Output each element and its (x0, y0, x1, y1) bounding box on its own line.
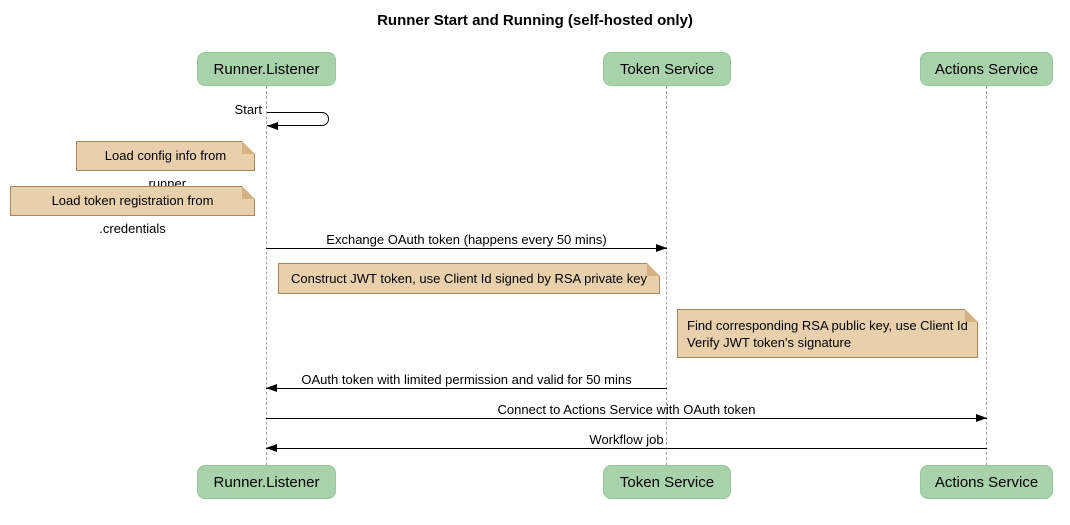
note-load-config: Load config info from .runner (76, 141, 255, 191)
participant-runner-listener-top: Runner.Listener (197, 52, 336, 86)
arrowhead-left-icon (267, 122, 278, 130)
arrowhead-left-icon (266, 384, 277, 392)
participant-actions-service-top: Actions Service (920, 52, 1053, 86)
participant-token-service-top: Token Service (603, 52, 731, 86)
message-workflow-job-line (266, 448, 987, 449)
participant-actions-service-bottom: Actions Service (920, 465, 1053, 499)
arrowhead-right-icon (976, 414, 987, 422)
arrowhead-left-icon (266, 444, 277, 452)
message-oauth-return-label: OAuth token with limited permission and … (301, 372, 632, 387)
message-connect-actions-label: Connect to Actions Service with OAuth to… (497, 402, 756, 417)
lifeline-token-service (666, 86, 667, 465)
self-message-loop (267, 112, 329, 126)
message-exchange-oauth-line (266, 248, 667, 249)
note-load-token-registration: Load token registration from .credential… (10, 186, 255, 236)
note-construct-jwt: Construct JWT token, use Client Id signe… (278, 263, 660, 294)
diagram-title: Runner Start and Running (self-hosted on… (377, 12, 693, 29)
lifeline-actions-service (986, 86, 987, 465)
message-oauth-return-line (266, 388, 667, 389)
message-start-label: Start (234, 102, 262, 117)
lifeline-runner-listener (266, 86, 267, 465)
message-exchange-oauth-label: Exchange OAuth token (happens every 50 m… (326, 232, 607, 247)
participant-runner-listener-bottom: Runner.Listener (197, 465, 336, 499)
participant-token-service-bottom: Token Service (603, 465, 731, 499)
message-workflow-job-label: Workflow job (589, 432, 664, 447)
arrowhead-right-icon (656, 244, 667, 252)
message-connect-actions-line (266, 418, 987, 419)
note-verify-jwt: Find corresponding RSA public key, use C… (677, 309, 978, 358)
